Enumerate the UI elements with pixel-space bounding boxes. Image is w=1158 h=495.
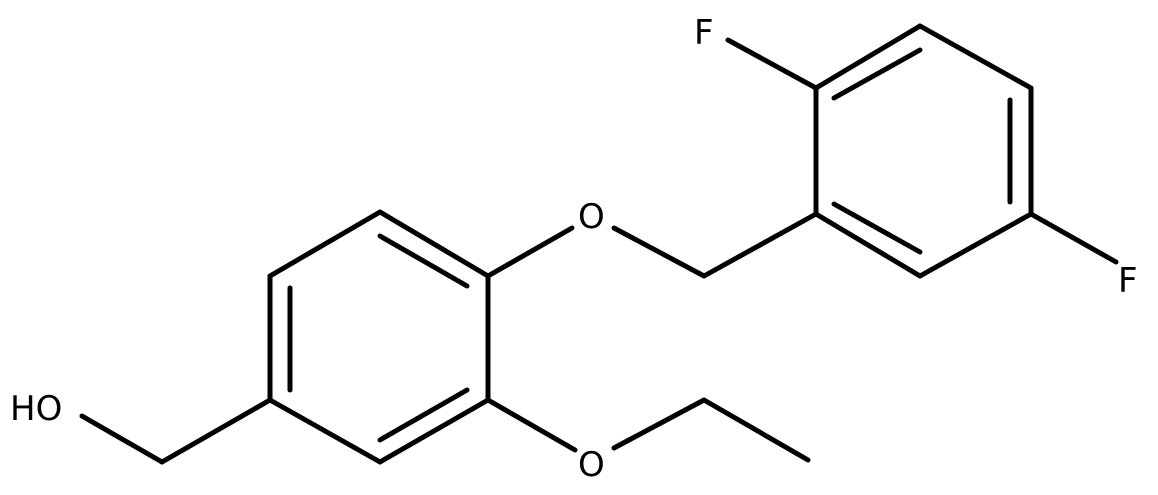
bond — [813, 23, 923, 91]
double-bond-inner — [377, 233, 470, 289]
aryl-ethoxy-bond — [485, 397, 578, 453]
bond — [267, 397, 383, 465]
substituent-bonds — [79, 37, 1119, 465]
aryl-ch2-bond — [159, 397, 273, 465]
c-f-bond — [725, 37, 819, 91]
ch2-aryl-bond — [701, 211, 819, 279]
bond — [377, 209, 491, 279]
left-benzene-ring — [267, 209, 491, 465]
fluorine-top-label: F — [694, 13, 714, 53]
double-bond-inner — [831, 201, 923, 255]
bond — [813, 211, 923, 279]
bond — [917, 23, 1034, 91]
bond — [377, 397, 491, 465]
bond — [267, 209, 383, 279]
aryl-ether-bond — [485, 225, 575, 279]
double-bond-inner — [831, 47, 923, 101]
double-bond-inner — [377, 387, 470, 443]
ether-ch2-bond — [611, 225, 707, 279]
hydroxyl-label: HO — [10, 389, 62, 429]
ethoxy-ch2-bond — [611, 397, 707, 451]
bond — [917, 211, 1034, 279]
ether-oxygen-label: O — [578, 197, 605, 237]
fluorine-right-label: F — [1118, 261, 1138, 301]
atom-labels: F F O O HO — [10, 13, 1138, 485]
ethyl-bond — [701, 397, 811, 463]
ch2-oh-bond — [79, 413, 165, 465]
right-benzene-ring — [813, 23, 1034, 279]
ethoxy-oxygen-label: O — [578, 445, 605, 485]
c-f-bond — [1028, 211, 1119, 265]
